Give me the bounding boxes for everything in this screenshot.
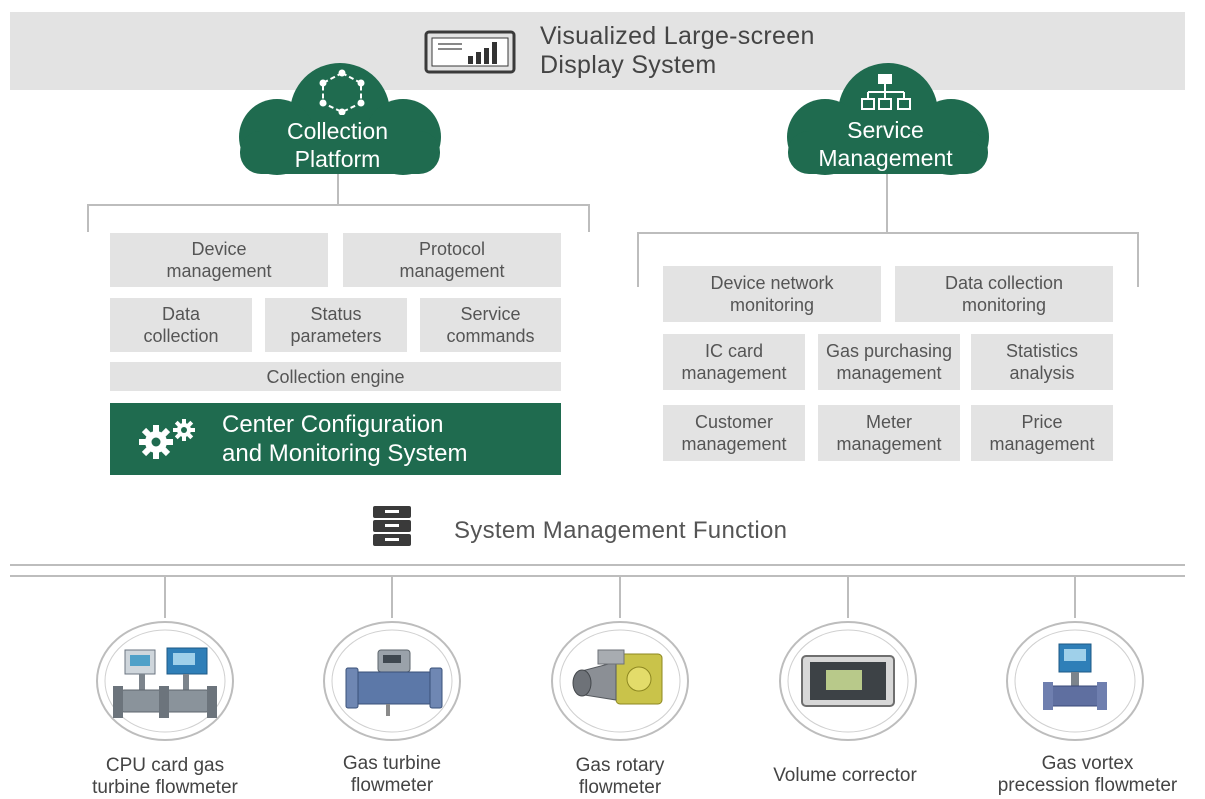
module-line1: Status [310,304,362,324]
module-line2: management [836,434,942,454]
system-management-function: System Management Function [454,517,788,544]
service-management-title-line1: Service [847,117,924,143]
module-line2: monitoring [961,295,1047,315]
device-label-line1: CPU card gas [105,755,225,776]
module-line1: Data collection [944,273,1064,293]
module-line1: IC card [704,341,763,361]
device-label-line1: Gas rotary [575,755,665,776]
module-line2: management [681,363,787,383]
service-management-cloud [787,63,989,175]
display-system-title-line1: Visualized Large-screen [540,22,815,50]
collection-platform-title: Collection Platform [240,117,435,173]
module-line1: Meter [865,412,912,432]
device-label-line2: precession flowmeter [997,775,1178,796]
service-management-title-line2: Management [818,145,953,171]
module-line1: Statistics [1005,341,1079,361]
service-management-title: Service Management [788,116,983,172]
module-line1: Device [191,239,247,259]
device-gas-turbine-flowmeter [323,621,461,741]
cpu-card-turbine-flowmeter-icon [104,629,226,733]
device-volume-corrector [779,621,917,741]
module-line2: management [681,434,787,454]
device-label-volume-corrector: Volume corrector [730,765,960,787]
module-line2: management [836,363,942,383]
device-cpu-card-gas-turbine-flowmeter [96,621,234,741]
device-label-line1: Gas vortex [1041,753,1134,774]
module-line1: Protocol [418,239,486,259]
module-line2: analysis [1009,363,1075,383]
gears-icon [139,419,195,459]
module-line2: management [399,261,505,281]
display-system-title: Visualized Large-screen Display System [540,22,815,80]
device-gas-rotary-flowmeter [551,621,689,741]
display-system-banner [10,12,1185,90]
cabinet-icon [373,506,411,546]
device-label-line2: flowmeter [578,777,662,798]
module-line2: commands [446,326,535,346]
module-line1: Gas purchasing [825,341,953,361]
network-hexagon-icon [319,69,365,115]
device-gas-vortex-precession-flowmeter [1006,621,1144,741]
module-line1: Price [1021,412,1063,432]
collection-engine-label: Collection engine [266,366,405,387]
center-configuration-system: Center Configuration and Monitoring Syst… [110,403,561,475]
module-line2: management [166,261,272,281]
module-line2: monitoring [729,295,815,315]
device-label-line2: turbine flowmeter [92,777,238,798]
device-label-line1: Volume corrector [773,765,917,786]
display-system-title-line2: Display System [540,51,717,79]
device-label-line2: flowmeter [350,775,434,796]
collection-platform-title-line2: Platform [294,146,381,172]
module-line2: parameters [290,326,382,346]
vortex-flowmeter-icon [1014,629,1136,733]
volume-corrector-icon [787,629,909,733]
turbine-flowmeter-icon [331,629,453,733]
center-system-line2: and Monitoring System [222,440,468,467]
module-collection-engine: Collection engine [110,362,561,391]
module-line2: collection [143,326,219,346]
hierarchy-icon [861,74,911,110]
module-line1: Data [161,304,200,324]
module-line2: management [989,434,1095,454]
collection-platform-title-line1: Collection [287,118,388,144]
rotary-flowmeter-icon [559,629,681,733]
module-line1: Service [460,304,521,324]
module-line1: Customer [694,412,773,432]
device-label-line1: Gas turbine [342,753,442,774]
monitor-chart-icon [424,30,516,74]
module-line1: Device network [710,273,834,293]
center-system-line1: Center Configuration [222,411,444,438]
